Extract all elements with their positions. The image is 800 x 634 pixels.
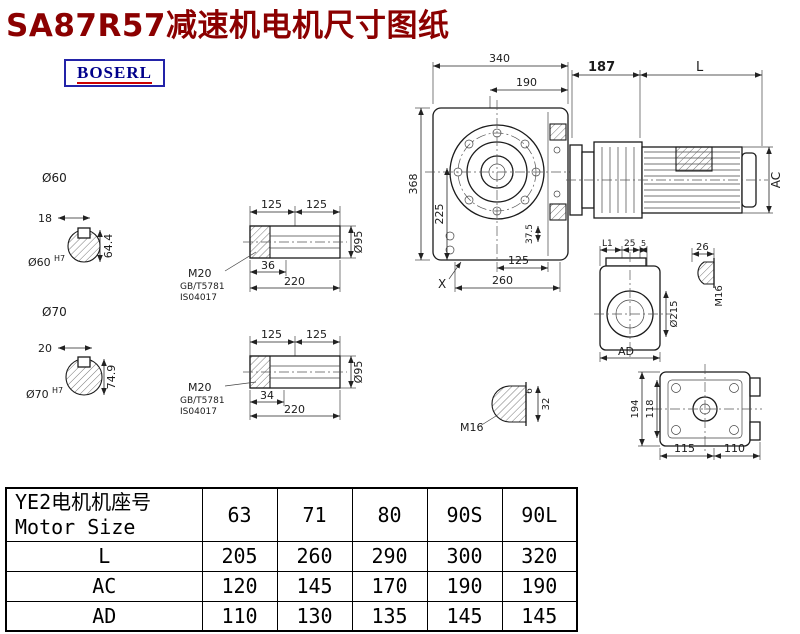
cell: 135 (351, 600, 428, 632)
cell: 260 (276, 540, 353, 572)
dim-label: 125 (261, 198, 282, 211)
dim-tolerance: H7 (54, 254, 65, 263)
cell: 205 (201, 540, 278, 572)
dim-label: 5 (641, 239, 646, 248)
dim-label: Ø60 (42, 171, 67, 185)
cell: 290 (351, 540, 428, 572)
dim-label: 125 (261, 328, 282, 341)
shaft-bore-view-70: Ø70 20 74.9 Ø70 H7 (26, 305, 118, 401)
cell: 190 (426, 570, 503, 602)
dim-label: Ø215 (668, 301, 680, 328)
cell: 300 (426, 540, 503, 572)
dim-label: 118 (645, 399, 656, 418)
boserl-logo: BOSERL (64, 59, 165, 87)
table-row-AD: AD 110 130 135 145 145 (5, 600, 578, 632)
cell: 145 (276, 570, 353, 602)
size-column-90s: 90S (426, 487, 503, 542)
dim-label: AD (618, 345, 634, 358)
dim-label: 190 (516, 76, 537, 89)
shaft-detail-bottom: 125 125 M20 GB/T5781 IS04017 34 220 Ø95 (180, 328, 365, 420)
dim-label: 26 (696, 242, 709, 253)
table-header-cell: YE2电机机座号 Motor Size (5, 487, 203, 542)
table-header-cn: YE2电机机座号 (15, 489, 152, 514)
dim-label: L (696, 60, 704, 75)
view-marker: X (438, 277, 446, 291)
size-column-80: 80 (351, 487, 428, 542)
shaft-bore-view-60: Ø60 18 64.4 Ø60 H7 (28, 171, 115, 269)
size-column-90l: 90L (501, 487, 578, 542)
dim-label: 34 (260, 389, 274, 402)
page-title: SA87R57减速机电机尺寸图纸 (6, 8, 450, 44)
dim-label: 36 (261, 259, 275, 272)
cell: 170 (351, 570, 428, 602)
cell: 110 (201, 600, 278, 632)
motor-side-view: 187 L AC (566, 60, 783, 219)
dim-label: 220 (284, 403, 305, 416)
dim-label: Ø60 (28, 256, 51, 269)
thread-label: M16 (714, 285, 725, 306)
dim-label: 32 (541, 398, 552, 411)
motor-size-table: YE2电机机座号 Motor Size 63 71 80 90S 90L L 2… (5, 487, 578, 632)
shaft-detail-top: 125 125 M20 GB/T5781 IS04017 36 220 Ø95 (180, 198, 365, 303)
gearbox-side-view: L1 25 5 Ø215 AD (594, 239, 680, 362)
cell: 320 (501, 540, 578, 572)
dim-label: 125 (306, 328, 327, 341)
cell: 120 (201, 570, 278, 602)
cell: 145 (501, 600, 578, 632)
dim-label: 187 (588, 60, 615, 75)
dim-label: 25 (624, 239, 635, 249)
dim-label: 18 (38, 212, 52, 225)
dim-label: 194 (630, 399, 641, 418)
dim-label: 260 (492, 274, 513, 287)
dim-label: 125 (306, 198, 327, 211)
dim-label: 64.4 (102, 234, 115, 259)
dim-label: 368 (407, 174, 420, 195)
dim-label: Ø95 (352, 231, 365, 254)
thread-label: M20 (188, 267, 212, 280)
standard-label: GB/T5781 (180, 282, 225, 292)
standard-label: IS04017 (180, 407, 217, 417)
size-column-71: 71 (276, 487, 353, 542)
standard-label: GB/T5781 (180, 396, 225, 406)
thread-label: M16 (460, 421, 484, 434)
gearbox-front-view: 340 190 368 225 37.5 125 260 X (407, 52, 588, 292)
oil-plug-detail: 6 32 M16 (460, 382, 552, 434)
dim-label: AC (769, 172, 783, 188)
gearbox-rear-view: 194 118 115 110 (630, 364, 762, 460)
row-label: AD (5, 600, 203, 632)
dim-label: Ø70 (26, 388, 49, 401)
table-row-AC: AC 120 145 170 190 190 (5, 570, 578, 602)
breather-plug-detail: 26 M16 (691, 242, 725, 307)
size-column-63: 63 (201, 487, 278, 542)
dim-label: L1 (602, 239, 613, 249)
dim-label: 340 (489, 52, 510, 65)
dim-label: 37.5 (525, 224, 535, 244)
table-row-L: L 205 260 290 300 320 (5, 540, 578, 572)
row-label: AC (5, 570, 203, 602)
row-label: L (5, 540, 203, 572)
dim-label: 115 (674, 442, 695, 455)
cell: 130 (276, 600, 353, 632)
thread-label: M20 (188, 381, 212, 394)
table-header-row: YE2电机机座号 Motor Size 63 71 80 90S 90L (5, 487, 578, 542)
dim-label: 220 (284, 275, 305, 288)
dim-label: 20 (38, 342, 52, 355)
dim-tolerance: H7 (52, 386, 63, 395)
boserl-logo-text: BOSERL (77, 63, 152, 84)
dim-label: 110 (724, 442, 745, 455)
standard-label: IS04017 (180, 293, 217, 303)
dim-label: 74.9 (105, 365, 118, 390)
dim-label: Ø95 (352, 361, 365, 384)
dim-label: 225 (433, 204, 446, 225)
cell: 145 (426, 600, 503, 632)
dim-label: 6 (525, 388, 535, 394)
table-header-en: Motor Size (15, 514, 136, 539)
dim-label: 125 (508, 254, 529, 267)
dim-label: Ø70 (42, 305, 67, 319)
cell: 190 (501, 570, 578, 602)
